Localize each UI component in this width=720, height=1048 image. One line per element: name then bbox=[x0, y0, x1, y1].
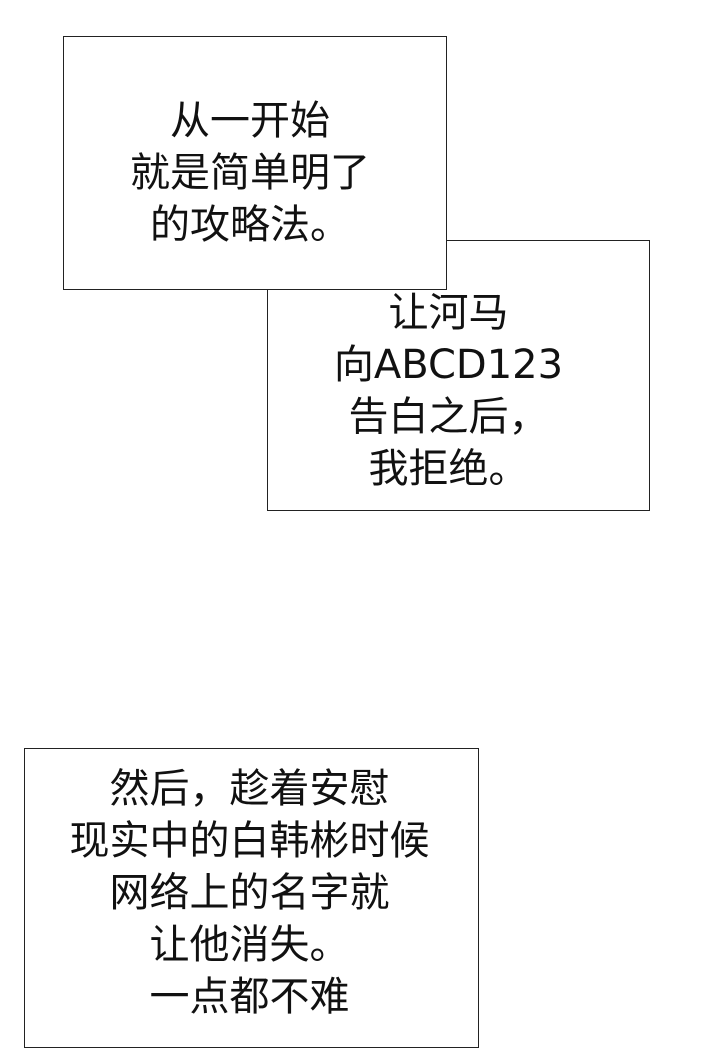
text-line: 让他消失。 bbox=[149, 922, 350, 968]
speech-box-1: 从一开始 就是简单明了 的攻略法。 bbox=[63, 36, 447, 290]
speech-box-3: 然后，趁着安慰 现实中的白韩彬时候 网络上的名字就 让他消失。 一点都不难 bbox=[24, 748, 479, 1048]
text-line: 从一开始 bbox=[170, 98, 330, 144]
text-line: 现实中的白韩彬时候 bbox=[69, 818, 430, 864]
text-line: 向ABCD123 bbox=[333, 342, 564, 388]
text-line: 我拒绝。 bbox=[368, 446, 529, 492]
speech-text: 然后，趁着安慰 现实中的白韩彬时候 网络上的名字就 让他消失。 一点都不难 bbox=[25, 763, 478, 1023]
text-line: 的攻略法。 bbox=[150, 202, 350, 248]
text-line: 让河马 bbox=[388, 290, 509, 336]
speech-text: 让河马 向ABCD123 告白之后， 我拒绝。 bbox=[248, 287, 649, 495]
text-line: 一点都不难 bbox=[149, 974, 350, 1020]
speech-text: 从一开始 就是简单明了 的攻略法。 bbox=[54, 95, 446, 251]
text-line: 然后，趁着安慰 bbox=[109, 766, 390, 812]
text-line: 网络上的名字就 bbox=[109, 870, 390, 916]
speech-box-2: 让河马 向ABCD123 告白之后， 我拒绝。 bbox=[267, 240, 650, 511]
text-line: 就是简单明了 bbox=[130, 150, 370, 196]
text-line: 告白之后， bbox=[348, 394, 549, 440]
